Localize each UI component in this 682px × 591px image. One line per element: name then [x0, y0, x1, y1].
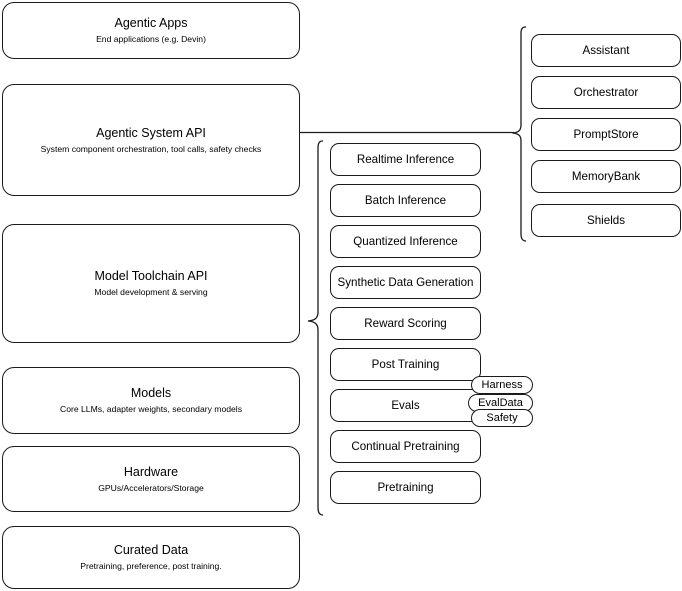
- layer-title: Curated Data: [113, 543, 189, 557]
- layer-box-models[interactable]: Models Core LLMs, adapter weights, secon…: [2, 367, 300, 434]
- toolchain-label: Synthetic Data Generation: [337, 276, 474, 289]
- connector-agentic-system-to-components: [300, 126, 515, 140]
- toolchain-label: Pretraining: [377, 481, 434, 494]
- eval-pill-label: EvalData: [478, 397, 523, 409]
- brace-agentic-components: [511, 26, 527, 242]
- layer-box-agentic-system-api[interactable]: Agentic System API System component orch…: [2, 84, 300, 196]
- toolchain-chip-pretraining[interactable]: Pretraining: [330, 471, 481, 504]
- toolchain-label: Quantized Inference: [353, 235, 458, 248]
- layer-title: Agentic Apps: [114, 16, 188, 30]
- eval-pill-safety[interactable]: Safety: [471, 409, 533, 427]
- layer-box-agentic-apps[interactable]: Agentic Apps End applications (e.g. Devi…: [2, 2, 300, 59]
- toolchain-chip-continual-pretraining[interactable]: Continual Pretraining: [330, 430, 481, 463]
- component-chip-shields[interactable]: Shields: [531, 204, 681, 237]
- component-chip-assistant[interactable]: Assistant: [531, 34, 681, 67]
- component-label: PromptStore: [573, 128, 639, 141]
- eval-pill-label: Harness: [481, 379, 523, 391]
- toolchain-label: Evals: [391, 399, 420, 412]
- component-label: Orchestrator: [573, 86, 639, 99]
- eval-pill-harness[interactable]: Harness: [471, 376, 533, 394]
- component-chip-memorybank[interactable]: MemoryBank: [531, 160, 681, 193]
- toolchain-chip-post-training[interactable]: Post Training: [330, 348, 481, 381]
- brace-toolchain-components: [306, 140, 324, 516]
- layer-title: Model Toolchain API: [94, 269, 208, 283]
- toolchain-label: Continual Pretraining: [351, 440, 460, 453]
- component-label: MemoryBank: [571, 170, 641, 183]
- layer-title: Models: [130, 386, 172, 400]
- layer-subtitle: End applications (e.g. Devin): [96, 34, 206, 44]
- layer-box-curated-data[interactable]: Curated Data Pretraining, preference, po…: [2, 526, 300, 589]
- toolchain-label: Post Training: [371, 358, 440, 371]
- layer-subtitle: Pretraining, preference, post training.: [80, 561, 222, 571]
- toolchain-chip-reward-scoring[interactable]: Reward Scoring: [330, 307, 481, 340]
- component-chip-orchestrator[interactable]: Orchestrator: [531, 76, 681, 109]
- toolchain-label: Reward Scoring: [364, 317, 447, 330]
- eval-pill-label: Safety: [486, 412, 518, 424]
- toolchain-label: Batch Inference: [364, 194, 447, 207]
- toolchain-chip-synthetic-data-generation[interactable]: Synthetic Data Generation: [330, 266, 481, 299]
- toolchain-label: Realtime Inference: [356, 153, 455, 166]
- layer-box-model-toolchain-api[interactable]: Model Toolchain API Model development & …: [2, 224, 300, 343]
- toolchain-chip-evals[interactable]: Evals: [330, 389, 481, 422]
- layer-title: Agentic System API: [96, 125, 206, 140]
- layer-title: Hardware: [123, 464, 179, 479]
- layer-subtitle: Core LLMs, adapter weights, secondary mo…: [60, 404, 242, 414]
- toolchain-chip-quantized-inference[interactable]: Quantized Inference: [330, 225, 481, 258]
- toolchain-chip-batch-inference[interactable]: Batch Inference: [330, 184, 481, 217]
- component-label: Shields: [586, 214, 626, 227]
- layer-subtitle: GPUs/Accelerators/Storage: [98, 482, 204, 493]
- component-chip-promptstore[interactable]: PromptStore: [531, 118, 681, 151]
- layer-subtitle: Model development & serving: [94, 287, 208, 297]
- toolchain-chip-realtime-inference[interactable]: Realtime Inference: [330, 143, 481, 176]
- layer-box-hardware[interactable]: Hardware GPUs/Accelerators/Storage: [2, 446, 300, 512]
- layer-subtitle: System component orchestration, tool cal…: [40, 143, 262, 154]
- component-label: Assistant: [582, 44, 630, 57]
